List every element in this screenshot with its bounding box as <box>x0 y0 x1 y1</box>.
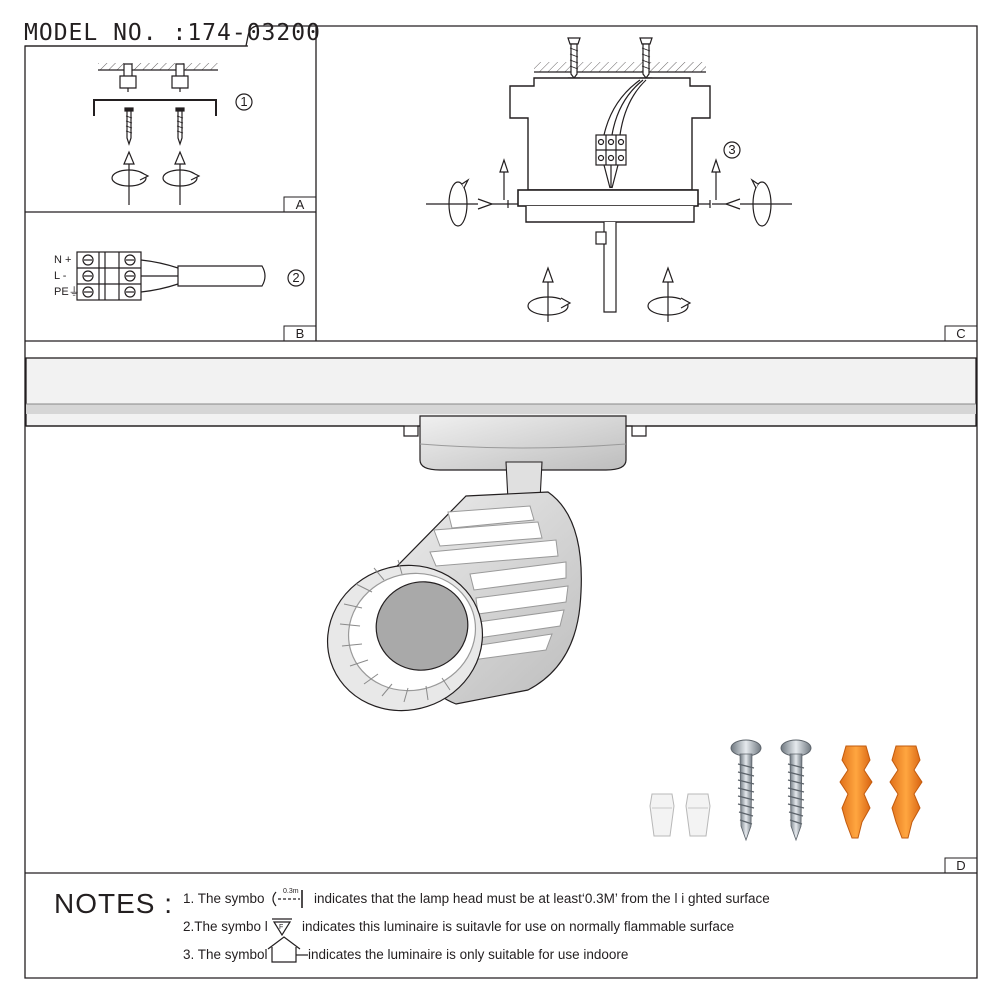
note-3: 3. The symbol indicates the luminaire is… <box>183 946 883 964</box>
note-1-text-end: indicates that the lamp head must be at … <box>314 891 770 906</box>
wall-anchor-icon <box>119 63 137 92</box>
rotate-arrow-icon <box>162 150 201 205</box>
canopy-body <box>509 77 711 191</box>
step-3-circle <box>723 141 741 159</box>
screw-icon <box>124 107 134 146</box>
supply-wires <box>603 79 647 136</box>
note-2-symbol-text: F <box>279 924 284 931</box>
wire-connector-icon <box>649 793 675 837</box>
indoor-use-symbol-icon <box>267 936 308 963</box>
step-3-number: 3 <box>728 142 736 157</box>
panel-label-boxes <box>283 196 978 874</box>
terminal-label-neutral: N + <box>54 254 72 266</box>
screw-icon <box>780 739 812 842</box>
panel-d-diagram <box>25 357 977 842</box>
rotate-arrow-icon <box>711 158 792 227</box>
page-frame <box>24 25 978 979</box>
panel-label-d: D <box>956 858 966 873</box>
terminal-label-earth: PE⏚ <box>54 286 80 298</box>
panel-a-diagram <box>93 63 253 205</box>
panel-label-a: A <box>295 197 305 212</box>
power-cable <box>140 259 266 293</box>
wall-plug-icon <box>839 745 873 839</box>
notes-title: NOTES : <box>54 888 174 919</box>
screw-icon <box>175 107 185 146</box>
terminal-label-live: L - <box>54 270 67 282</box>
rotate-arrow-icon <box>111 150 150 205</box>
step-1-number: 1 <box>240 94 248 109</box>
terminal-block-small <box>595 134 627 189</box>
step-2-number: 2 <box>292 270 300 285</box>
note-2-text-end: indicates this luminaire is suitavle for… <box>302 919 735 934</box>
track-rail <box>25 357 977 437</box>
panel-label-c: C <box>956 326 966 341</box>
note-1-symbol-text: 0.3m <box>283 888 299 895</box>
distance-symbol-icon <box>272 890 303 908</box>
panel-label-b: B <box>295 326 305 341</box>
note-3-text-end: indicates the luminaire is only suitable… <box>308 947 629 962</box>
note-1: 1. The symbo 0.3m indicates that the lam… <box>183 888 883 908</box>
panel-b-diagram <box>76 251 305 301</box>
wall-plug-icon <box>889 745 923 839</box>
track-adapter <box>419 415 627 471</box>
mounting-stem <box>603 222 617 313</box>
rotate-arrow-icon <box>426 158 509 227</box>
note-1-text-start: 1. The symbo <box>183 891 265 906</box>
canopy-base-plate <box>517 189 699 207</box>
mounting-bracket <box>93 99 217 116</box>
wire-connector-icon <box>685 793 711 837</box>
lamp-head <box>326 491 582 712</box>
terminal-block <box>76 251 142 301</box>
rotate-arrow-icon <box>647 266 692 322</box>
step-2-circle <box>287 269 305 287</box>
step-1-circle <box>235 93 253 111</box>
screw-icon <box>639 37 653 85</box>
flammable-surface-symbol-icon <box>272 918 292 937</box>
screw-icon <box>730 739 762 842</box>
screw-icon <box>567 37 581 85</box>
note-2: 2.The symbo l F indicates this luminaire… <box>183 918 883 936</box>
wall-anchor-icon <box>171 63 189 92</box>
model-number-title: MODEL NO. :174-03200 <box>24 20 321 46</box>
rotate-arrow-icon <box>527 266 572 322</box>
note-2-text-start: 2.The symbo l <box>183 919 268 934</box>
note-3-text-start: 3. The symbol <box>183 947 268 962</box>
panel-c-diagram <box>426 37 792 322</box>
